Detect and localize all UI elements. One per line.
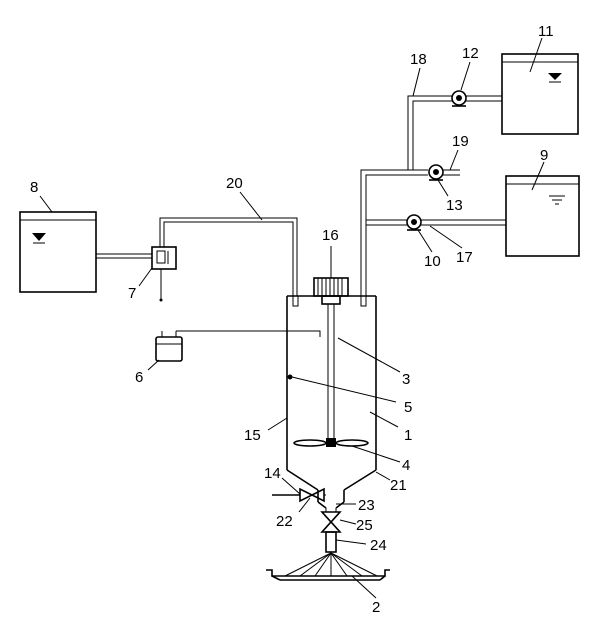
pipe-17: [366, 219, 407, 226]
label-2: 2: [372, 599, 380, 616]
pump-icon: [428, 164, 444, 181]
label-16: 16: [322, 227, 339, 244]
label-15: 15: [244, 427, 261, 444]
part-labels: 8 7 6 20 16 3 5 1 4 21 15 14 22 23 25 24…: [30, 23, 554, 616]
valve-icon: [299, 487, 326, 503]
impeller-4: [293, 438, 369, 447]
label-18: 18: [410, 51, 427, 68]
tank-11: [501, 53, 579, 135]
pipe-8-7: [96, 253, 152, 259]
label-1: 1: [404, 427, 412, 444]
riser-pipe: [360, 169, 428, 296]
pipe-12-11: [466, 95, 502, 102]
label-21: 21: [390, 477, 407, 494]
pipe-20: [159, 217, 298, 296]
label-23: 23: [358, 497, 375, 514]
pipe-10-9: [421, 219, 506, 226]
label-6: 6: [135, 369, 143, 386]
label-22: 22: [276, 513, 293, 530]
label-12: 12: [462, 45, 479, 62]
label-4: 4: [402, 457, 410, 474]
label-17: 17: [456, 249, 473, 266]
label-9: 9: [540, 147, 548, 164]
pump-icon: [406, 214, 422, 231]
tank-8: [19, 211, 97, 293]
water-level-icon: [548, 73, 562, 83]
label-19: 19: [452, 133, 469, 150]
label-10: 10: [424, 253, 441, 270]
label-8: 8: [30, 179, 38, 196]
pump-icon: [451, 90, 467, 107]
sensor-5: [287, 374, 293, 380]
label-7: 7: [128, 285, 136, 302]
label-14: 14: [264, 465, 281, 482]
reactor-1: [286, 295, 377, 509]
leader-lines: [39, 37, 545, 599]
label-11: 11: [538, 23, 554, 40]
unit-6: [155, 331, 183, 362]
label-24: 24: [370, 537, 387, 554]
label-13: 13: [446, 197, 463, 214]
label-25: 25: [356, 517, 373, 534]
motor-16: [313, 277, 349, 305]
line-6-reactor: [176, 330, 321, 337]
water-level-icon: [32, 233, 46, 244]
unit-7: [151, 246, 177, 302]
pipe-18: [407, 95, 452, 170]
valve-icon: [320, 511, 342, 533]
collector-2: [266, 552, 390, 581]
stirrer-shaft-3: [327, 304, 335, 442]
label-5: 5: [404, 399, 412, 416]
pipe-19: [443, 169, 460, 176]
pipe-24: [325, 531, 337, 553]
label-3: 3: [402, 371, 410, 388]
water-level-icon: [549, 195, 565, 205]
label-20: 20: [226, 175, 243, 192]
tank-9: [505, 175, 580, 257]
